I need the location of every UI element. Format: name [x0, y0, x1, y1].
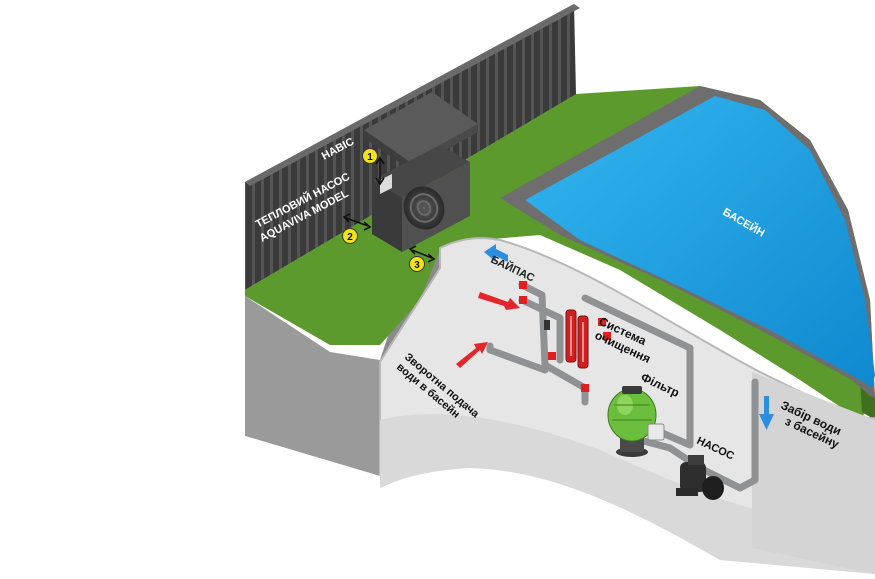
heat-pump-fan-icon — [403, 186, 445, 230]
svg-text:2: 2 — [347, 232, 353, 243]
circulation-pump — [676, 455, 724, 500]
svg-text:3: 3 — [414, 260, 420, 271]
svg-text:1: 1 — [367, 152, 373, 163]
pipework — [486, 281, 759, 492]
lower-ground-block — [245, 436, 875, 574]
arrow-blue-icon — [484, 244, 508, 262]
clearance-arrows — [342, 156, 436, 263]
marker-3: 3 — [409, 256, 425, 272]
arrow-red-return-icon — [456, 342, 488, 368]
arrow-blue-intake-icon — [759, 396, 774, 430]
marker-1: 1 — [362, 148, 378, 164]
arrow-red-icon — [478, 292, 520, 310]
chamber-floor — [380, 414, 875, 574]
chamber-right-wall — [752, 372, 875, 574]
marker-2: 2 — [342, 228, 358, 244]
ground-block-left — [245, 296, 380, 476]
sand-filter — [607, 386, 665, 457]
back-wall-top — [245, 4, 580, 186]
treatment-system — [565, 309, 589, 369]
pool-water — [525, 96, 875, 388]
heat-pump-unit — [364, 92, 478, 252]
valves — [519, 281, 611, 392]
